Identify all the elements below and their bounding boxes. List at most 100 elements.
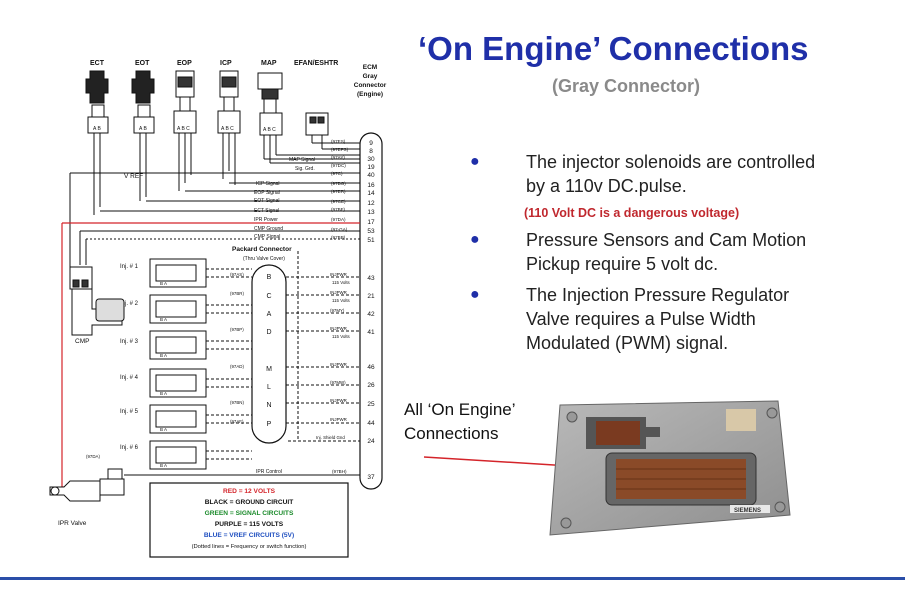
ecm-pin: 14 [367,190,375,197]
inj-code: (97BR) [230,291,244,296]
packard-pin: A [267,311,272,318]
signal-label: ICP Signal [256,181,280,187]
legend-item: GREEN = SIGNAL CIRCUITS [205,510,294,517]
ecm-photo-label-line: All ‘On Engine’ [404,400,516,419]
ecm-header-4: (Engine) [357,91,383,98]
ecm-pin: 46 [367,364,375,371]
wiring-diagram: ECT EOT EOP ICP MAP EFAN/ESHTR [49,60,387,558]
inj-wire-label: Inj. Shield Gnd [316,435,345,440]
injector-coil [155,300,197,318]
wire-code: (97EFS) [331,147,349,152]
inj-wire-label: (97MY) [330,308,345,313]
legend-box [149,482,349,558]
injector-coil [155,264,197,282]
legend-item: BLUE = VREF CIRCUITS (5V) [204,532,294,539]
injector-pins: B A [160,427,167,432]
ecm-header-1: ECM [363,64,377,71]
map-sensor-icon [257,72,283,136]
wire-code: (97ER) [331,189,346,194]
inj-wire-label: INJPWR [330,272,347,277]
sensor-label-eot: EOT [135,60,150,67]
ecm-pin: 17 [367,219,375,226]
bullet-text: The injector solenoids are controlled [526,152,816,172]
injector-pins: B A [160,317,167,322]
ecm-pin: 25 [367,401,375,408]
injector-pins: B A [160,281,167,286]
ipr-code: (97BH) [332,469,347,474]
signal-label: MAP Signal [289,157,315,163]
injector-label: Inj. # 4 [120,375,139,381]
ecm-connector [359,132,383,490]
ecm-pin: 44 [367,420,375,427]
slide-title: ‘On Engine’ Connections [418,30,809,67]
icp-sensor-icon [217,70,241,134]
packard-pin: D [266,329,271,336]
svg-text:A B C: A B C [263,127,276,133]
slide-subtitle: (Gray Connector) [552,76,701,96]
injector-pins: B A [160,391,167,396]
inj-wire-label: INJPWR [330,326,347,331]
packard-pin: B [267,274,272,281]
svg-text:A B C: A B C [177,126,190,132]
svg-text:A B: A B [93,126,101,132]
inj-code: (97BN) [230,400,244,405]
inj-code: (97AS) [230,272,244,277]
bullet-text: Pickup require 5 volt dc. [526,254,719,274]
packard-pin: P [267,421,272,428]
legend-item: RED = 12 VOLTS [223,488,276,495]
ecm-pin: 9 [369,140,373,147]
inj-wire-label: INJPWR [330,398,347,403]
eot-sensor-icon [131,70,155,134]
vref-label: V REF [124,173,143,180]
injector-wire [206,304,252,314]
voltage-warning: (110 Volt DC is a dangerous voltage) [524,206,740,220]
bullet-item: ● Pressure Sensors and Cam Motion Pickup… [470,228,880,276]
legend-item: BLACK = GROUND CIRCUIT [205,499,293,506]
bullet-dot-icon: ● [470,286,480,303]
injector-coil [155,410,197,428]
ecm-badge: SIEMENS [734,508,761,514]
legend-item: PURPLE = 115 VOLTS [215,521,284,528]
packard-pin: C [266,293,271,300]
bullet-dot-icon: ● [470,153,480,170]
ipr-pin-code: (97DA) [86,454,100,459]
ecm-pin: 8 [369,148,373,155]
ecm-photo-label-line: Connections [404,424,499,443]
legend-item: (Dotted lines = Frequency or switch func… [192,544,307,550]
cmp-sensor-icon [69,266,125,336]
ecm-pin: 16 [367,182,375,189]
injector-label: Inj. # 2 [120,301,139,307]
eop-sensor-icon [173,70,197,134]
bullet-text: Modulated (PWM) signal. [526,333,729,353]
ecm-pin: 43 [367,275,375,282]
bullet-item: ● The Injection Pressure Regulator Valve… [470,283,880,355]
ipr-valve-icon [49,468,125,502]
sensor-label-efan: EFAN/ESHTR [294,60,338,67]
packard-pin: N [266,402,271,409]
wire-code: (97DA) [331,217,346,222]
signal-label: CMP Ground [254,226,283,232]
inj-wire-label: 115 Volts [332,298,351,303]
packard-pin: M [266,366,272,373]
ecm-pin: 53 [367,228,375,235]
sensor-label-eop: EOP [177,60,192,67]
bullet-text: Valve requires a Pulse Width [526,309,756,329]
ecm-pin: 37 [367,474,375,481]
ecm-pin: 40 [367,172,375,179]
inj-code: (97BP) [230,327,244,332]
signal-label: EOT Signal [254,198,279,204]
ect-sensor-icon [85,70,109,134]
injector-pins: B A [160,353,167,358]
sensor-icons [85,70,329,136]
wire-code: (97CE) [331,199,346,204]
inj-code: (97AF) [230,419,244,424]
efan-connector-icon [305,112,329,136]
wire-code: (97AY) [331,155,345,160]
wire-code: (97BF) [331,207,346,212]
ecm-pin: 41 [367,329,375,336]
injector-label: Inj. # 6 [120,445,139,451]
ecm-pin: 12 [367,200,375,207]
signal-label: Sig. Grd. [295,166,315,172]
ipr-valve-label: IPR Valve [58,520,87,527]
injector-coil [155,374,197,392]
